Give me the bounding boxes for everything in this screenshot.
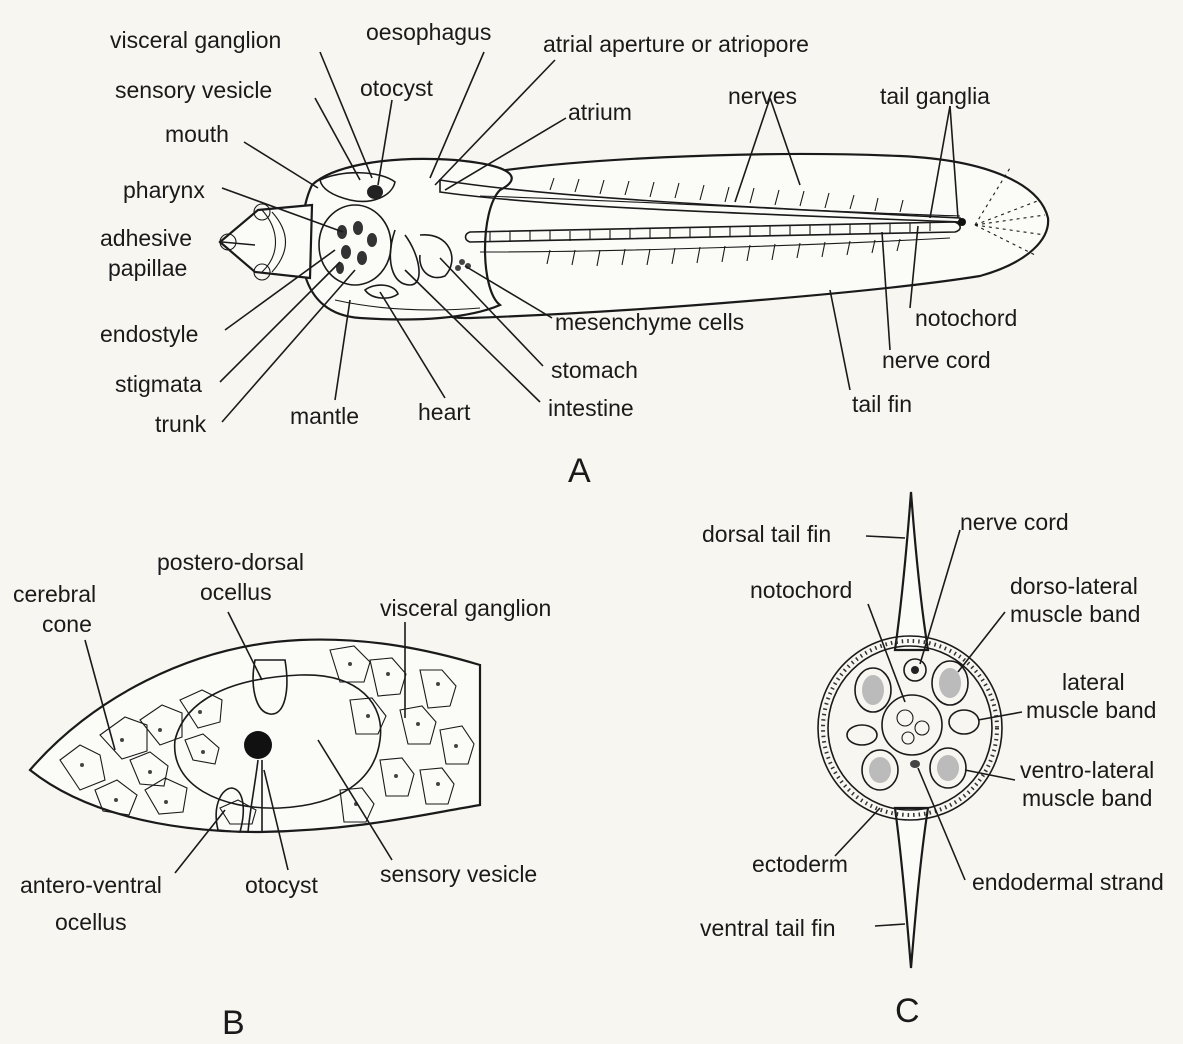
label-b-otocyst: otocyst — [245, 872, 318, 898]
label-c-lateral: lateral — [1062, 669, 1125, 695]
label-a-otocyst: otocyst — [360, 75, 433, 101]
label-b-cone: cone — [42, 611, 92, 637]
panel-b-cerebral-vesicle — [30, 640, 480, 832]
label-c-dorso-lateral: dorso-lateral — [1010, 573, 1138, 599]
ectoderm-dots — [823, 641, 997, 815]
label-c-ventral-tail-fin: ventral tail fin — [700, 915, 836, 941]
label-a-nerve-cord: nerve cord — [882, 347, 991, 373]
label-b-sensory-vesicle: sensory vesicle — [380, 861, 537, 887]
otocyst-b-shape — [244, 731, 272, 759]
label-c-l-muscle-band: muscle band — [1026, 697, 1156, 723]
label-a-atrium: atrium — [568, 99, 632, 125]
label-a-tail-ganglia: tail ganglia — [880, 83, 990, 109]
panel-c-labels: dorsal tail fin nerve cord notochord dor… — [700, 509, 1164, 1030]
label-a-papillae: papillae — [108, 255, 187, 281]
label-a-sensory-vesicle: sensory vesicle — [115, 77, 272, 103]
endodermal-strand-shape — [910, 760, 920, 768]
label-b-postero-dorsal: postero-dorsal — [157, 549, 304, 575]
label-c-ventro-lateral: ventro-lateral — [1020, 757, 1154, 783]
label-a-tail-fin: tail fin — [852, 391, 912, 417]
label-a-endostyle: endostyle — [100, 321, 198, 347]
label-a-adhesive: adhesive — [100, 225, 192, 251]
label-a-trunk: trunk — [155, 411, 207, 437]
otocyst-shape — [367, 185, 383, 199]
label-a-mantle: mantle — [290, 403, 359, 429]
label-a-nerves: nerves — [728, 83, 797, 109]
ectoderm-ring — [818, 636, 1002, 820]
label-a-notochord: notochord — [915, 305, 1017, 331]
nerve-cord-lumen — [911, 666, 919, 674]
label-b-ocellus-av: ocellus — [55, 909, 127, 935]
label-a-pharynx: pharynx — [123, 177, 205, 203]
label-c-dl-muscle-band: muscle band — [1010, 601, 1140, 627]
ventral-tail-fin-shape — [895, 808, 928, 968]
label-c-nerve-cord: nerve cord — [960, 509, 1069, 535]
label-a-mesenchyme: mesenchyme cells — [555, 309, 744, 335]
label-a-heart: heart — [418, 399, 471, 425]
label-a-atrial-aperture: atrial aperture or atriopore — [543, 31, 809, 57]
label-c-vl-muscle-band: muscle band — [1022, 785, 1152, 811]
label-b-cerebral: cerebral — [13, 581, 96, 607]
panel-c-letter: C — [895, 992, 920, 1030]
dorsal-tail-fin-shape — [895, 492, 928, 650]
panel-a-larva — [220, 154, 1048, 319]
label-b-visceral-ganglion: visceral ganglion — [380, 595, 551, 621]
label-a-visceral-ganglion: visceral ganglion — [110, 27, 281, 53]
notochord-vacuole-2 — [915, 721, 929, 735]
notochord-c-shape — [882, 695, 942, 755]
label-c-dorsal-tail-fin: dorsal tail fin — [702, 521, 831, 547]
panel-a-letter: A — [568, 452, 591, 490]
label-b-ocellus-pd: ocellus — [200, 579, 272, 605]
notochord-vacuole-3 — [902, 732, 914, 744]
label-c-endodermal-strand: endodermal strand — [972, 869, 1164, 895]
label-a-mouth: mouth — [165, 121, 229, 147]
label-c-notochord: notochord — [750, 577, 852, 603]
label-a-stomach: stomach — [551, 357, 638, 383]
panel-c-tail-section — [818, 492, 1002, 968]
label-a-intestine: intestine — [548, 395, 634, 421]
label-a-stigmata: stigmata — [115, 371, 202, 397]
panel-b-letter: B — [222, 1004, 245, 1042]
label-a-oesophagus: oesophagus — [366, 19, 491, 45]
label-c-ectoderm: ectoderm — [752, 851, 848, 877]
label-b-antero-ventral: antero-ventral — [20, 872, 162, 898]
tail-ganglion-shape — [958, 218, 966, 226]
notochord-vacuole-1 — [897, 710, 913, 726]
